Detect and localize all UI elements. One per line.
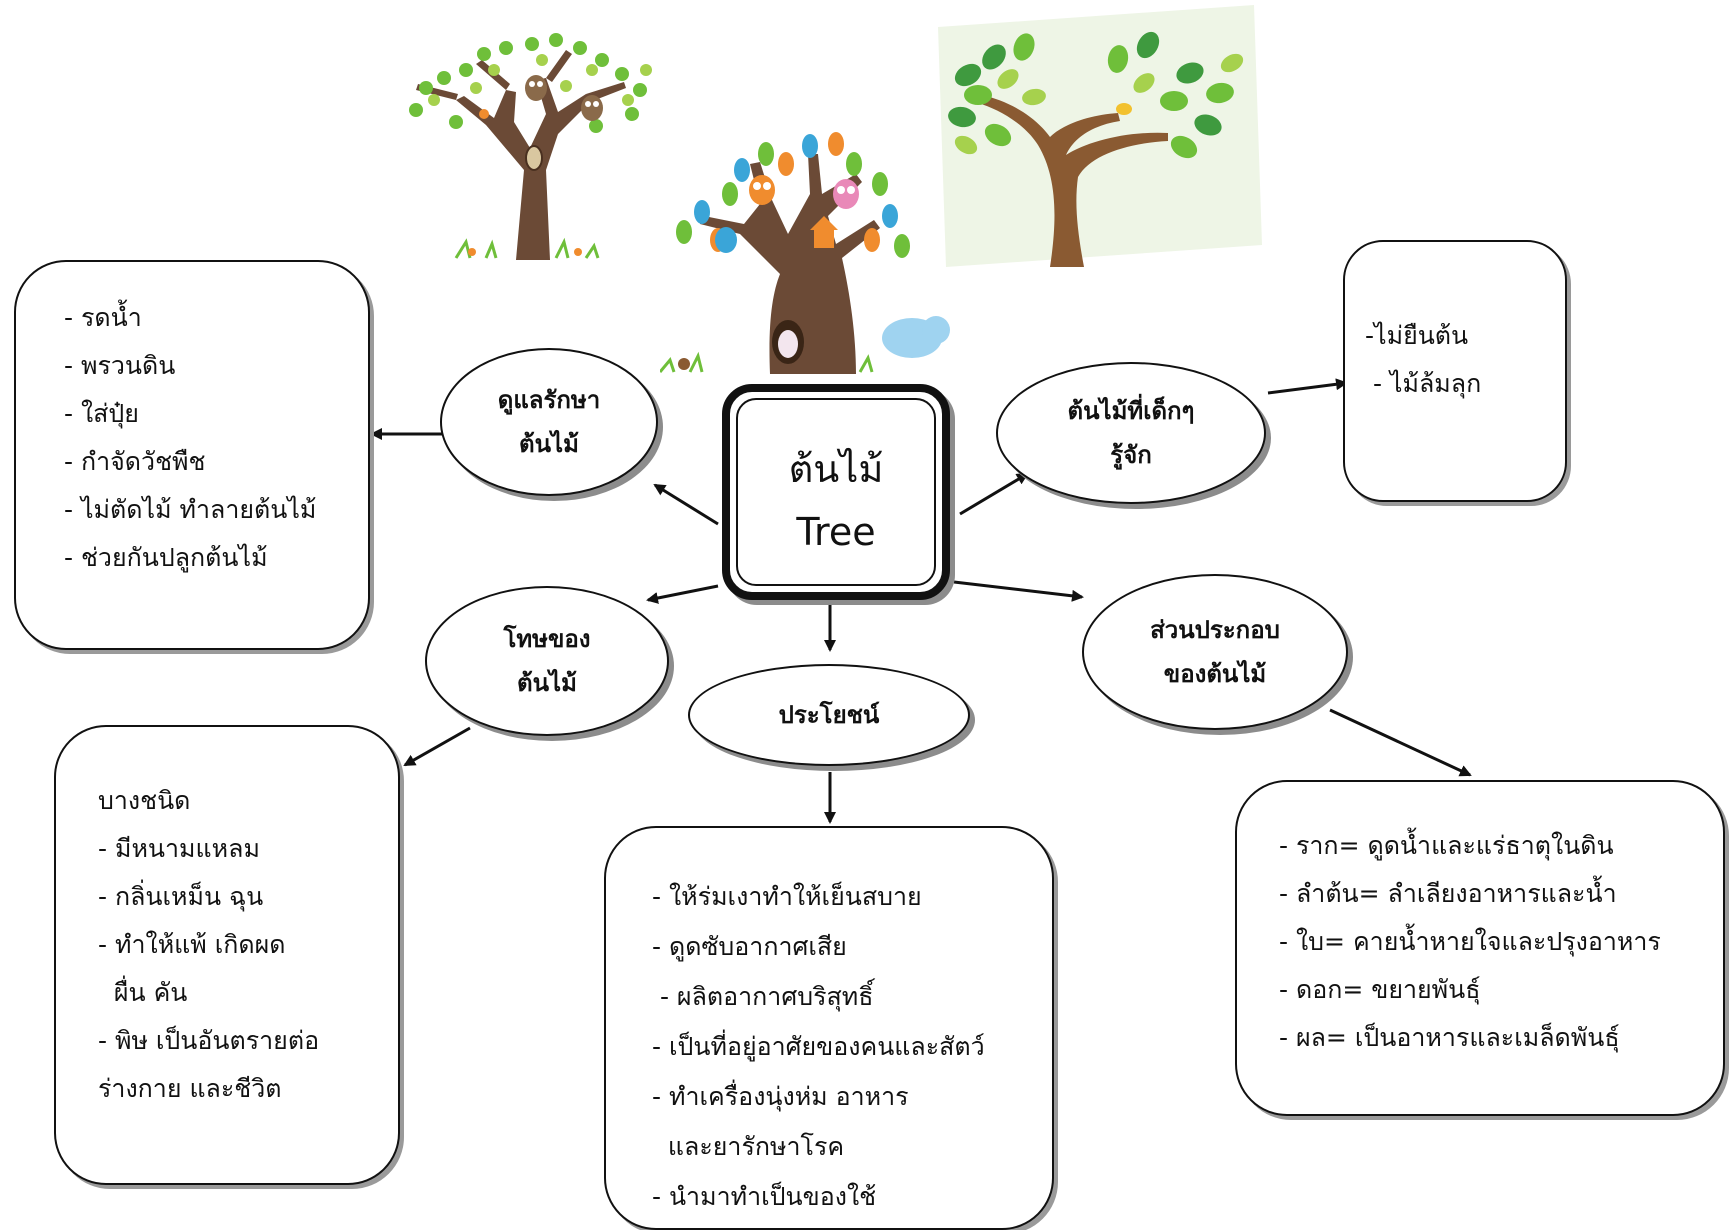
- parts-item: - ราก= ดูดน้ำและแร่ธาตุในดิน: [1279, 831, 1614, 860]
- arrow-known-to-box: [1267, 378, 1348, 395]
- care-item: - ช่วยกันปลูกต้นไม้: [64, 543, 268, 572]
- benefit-item: - นำมาทำเป็นของใช้: [652, 1182, 877, 1211]
- topic-known-line1: ต้นไม้ที่เด็กๆ: [1067, 397, 1195, 425]
- arrow-center-to-known: [959, 472, 1029, 516]
- topic-parts: ส่วนประกอบ ของต้นไม้: [1082, 574, 1348, 730]
- tree-with-owls-illustration: [409, 33, 652, 260]
- topic-harm-line2: ต้นไม้: [517, 669, 577, 697]
- topic-parts-line2: ของต้นไม้: [1163, 660, 1267, 688]
- topic-parts-line1: ส่วนประกอบ: [1150, 616, 1280, 644]
- harm-item: ร่างกาย และชีวิต: [98, 1074, 282, 1103]
- topic-care-line2: ต้นไม้: [519, 430, 579, 458]
- harm-item: ผื่น คัน: [98, 978, 188, 1007]
- arrow-center-to-care: [653, 483, 719, 526]
- care-details-box: - รดน้ำ - พรวนดิน - ใส่ปุ๋ย - กำจัดวัชพื…: [14, 260, 370, 650]
- harm-item: บางชนิด: [98, 786, 191, 815]
- center-node: ต้นไม้ Tree: [722, 384, 950, 600]
- harm-details-box: บางชนิด - มีหนามแหลม - กลิ่นเหม็น ฉุน - …: [54, 725, 400, 1185]
- benefit-item: - ผลิตอากาศบริสุทธิ์: [652, 982, 874, 1011]
- harm-item: - ทำให้แพ้ เกิดผด: [98, 930, 286, 959]
- care-item: - พรวนดิน: [64, 351, 176, 380]
- parts-details-box: - ราก= ดูดน้ำและแร่ธาตุในดิน - ลำต้น= ลำ…: [1235, 780, 1725, 1116]
- parts-item: - ดอก= ขยายพันธุ์: [1279, 975, 1481, 1004]
- parts-item: - ใบ= คายน้ำหายใจและปรุงอาหาร: [1279, 927, 1661, 956]
- arrow-parts-to-box: [1329, 708, 1472, 777]
- known-item: -ไม่ยืนต้น: [1365, 321, 1469, 350]
- topic-known-line2: รู้จัก: [1110, 441, 1152, 469]
- topic-care-line1: ดูแลรักษา: [497, 386, 601, 414]
- parts-item: - ลำต้น= ลำเลียงอาหารและน้ำ: [1279, 879, 1617, 908]
- care-item: - รดน้ำ: [64, 303, 142, 332]
- benefit-item: และยารักษาโรค: [652, 1132, 845, 1161]
- center-title-english: Tree: [796, 510, 876, 554]
- care-item: - ใส่ปุ๋ย: [64, 399, 139, 428]
- green-tree-illustration: [938, 5, 1262, 267]
- benefit-item: - ให้ร่มเงาทำให้เย็นสบาย: [652, 882, 922, 911]
- topic-care: ดูแลรักษา ต้นไม้: [440, 348, 658, 496]
- benefit-details-box: - ให้ร่มเงาทำให้เย็นสบาย - ดูดซับอากาศเส…: [604, 826, 1054, 1230]
- topic-known: ต้นไม้ที่เด็กๆ รู้จัก: [996, 362, 1266, 504]
- topic-harm: โทษของ ต้นไม้: [425, 586, 669, 736]
- care-item: - ไม่ตัดไม้ ทำลายต้นไม้: [64, 495, 317, 524]
- topic-harm-line1: โทษของ: [503, 625, 591, 653]
- parts-item: - ผล= เป็นอาหารและเมล็ดพันธุ์: [1279, 1023, 1620, 1052]
- arrow-center-to-parts: [953, 580, 1084, 602]
- care-item: - กำจัดวัชพืช: [64, 447, 206, 476]
- arrow-center-to-harm: [646, 584, 719, 604]
- harm-item: - กลิ่นเหม็น ฉุน: [98, 882, 264, 911]
- topic-benefit-line1: ประโยชน์: [778, 701, 880, 729]
- topic-benefit: ประโยชน์: [688, 664, 970, 766]
- arrow-harm-to-box: [403, 726, 471, 767]
- benefit-item: - ดูดซับอากาศเสีย: [652, 932, 847, 961]
- center-title-thai: ต้นไม้: [788, 447, 884, 491]
- harm-item: - พิษ เป็นอันตรายต่อ: [98, 1026, 320, 1055]
- known-item: - ไม้ล้มลุก: [1365, 369, 1482, 398]
- tree-with-animals-illustration: [660, 132, 950, 374]
- benefit-item: - ทำเครื่องนุ่งห่ม อาหาร: [652, 1082, 909, 1111]
- harm-item: - มีหนามแหลม: [98, 834, 260, 863]
- benefit-item: - เป็นที่อยู่อาศัยของคนและสัตว์: [652, 1032, 985, 1061]
- known-details-box: -ไม่ยืนต้น - ไม้ล้มลุก: [1343, 240, 1567, 502]
